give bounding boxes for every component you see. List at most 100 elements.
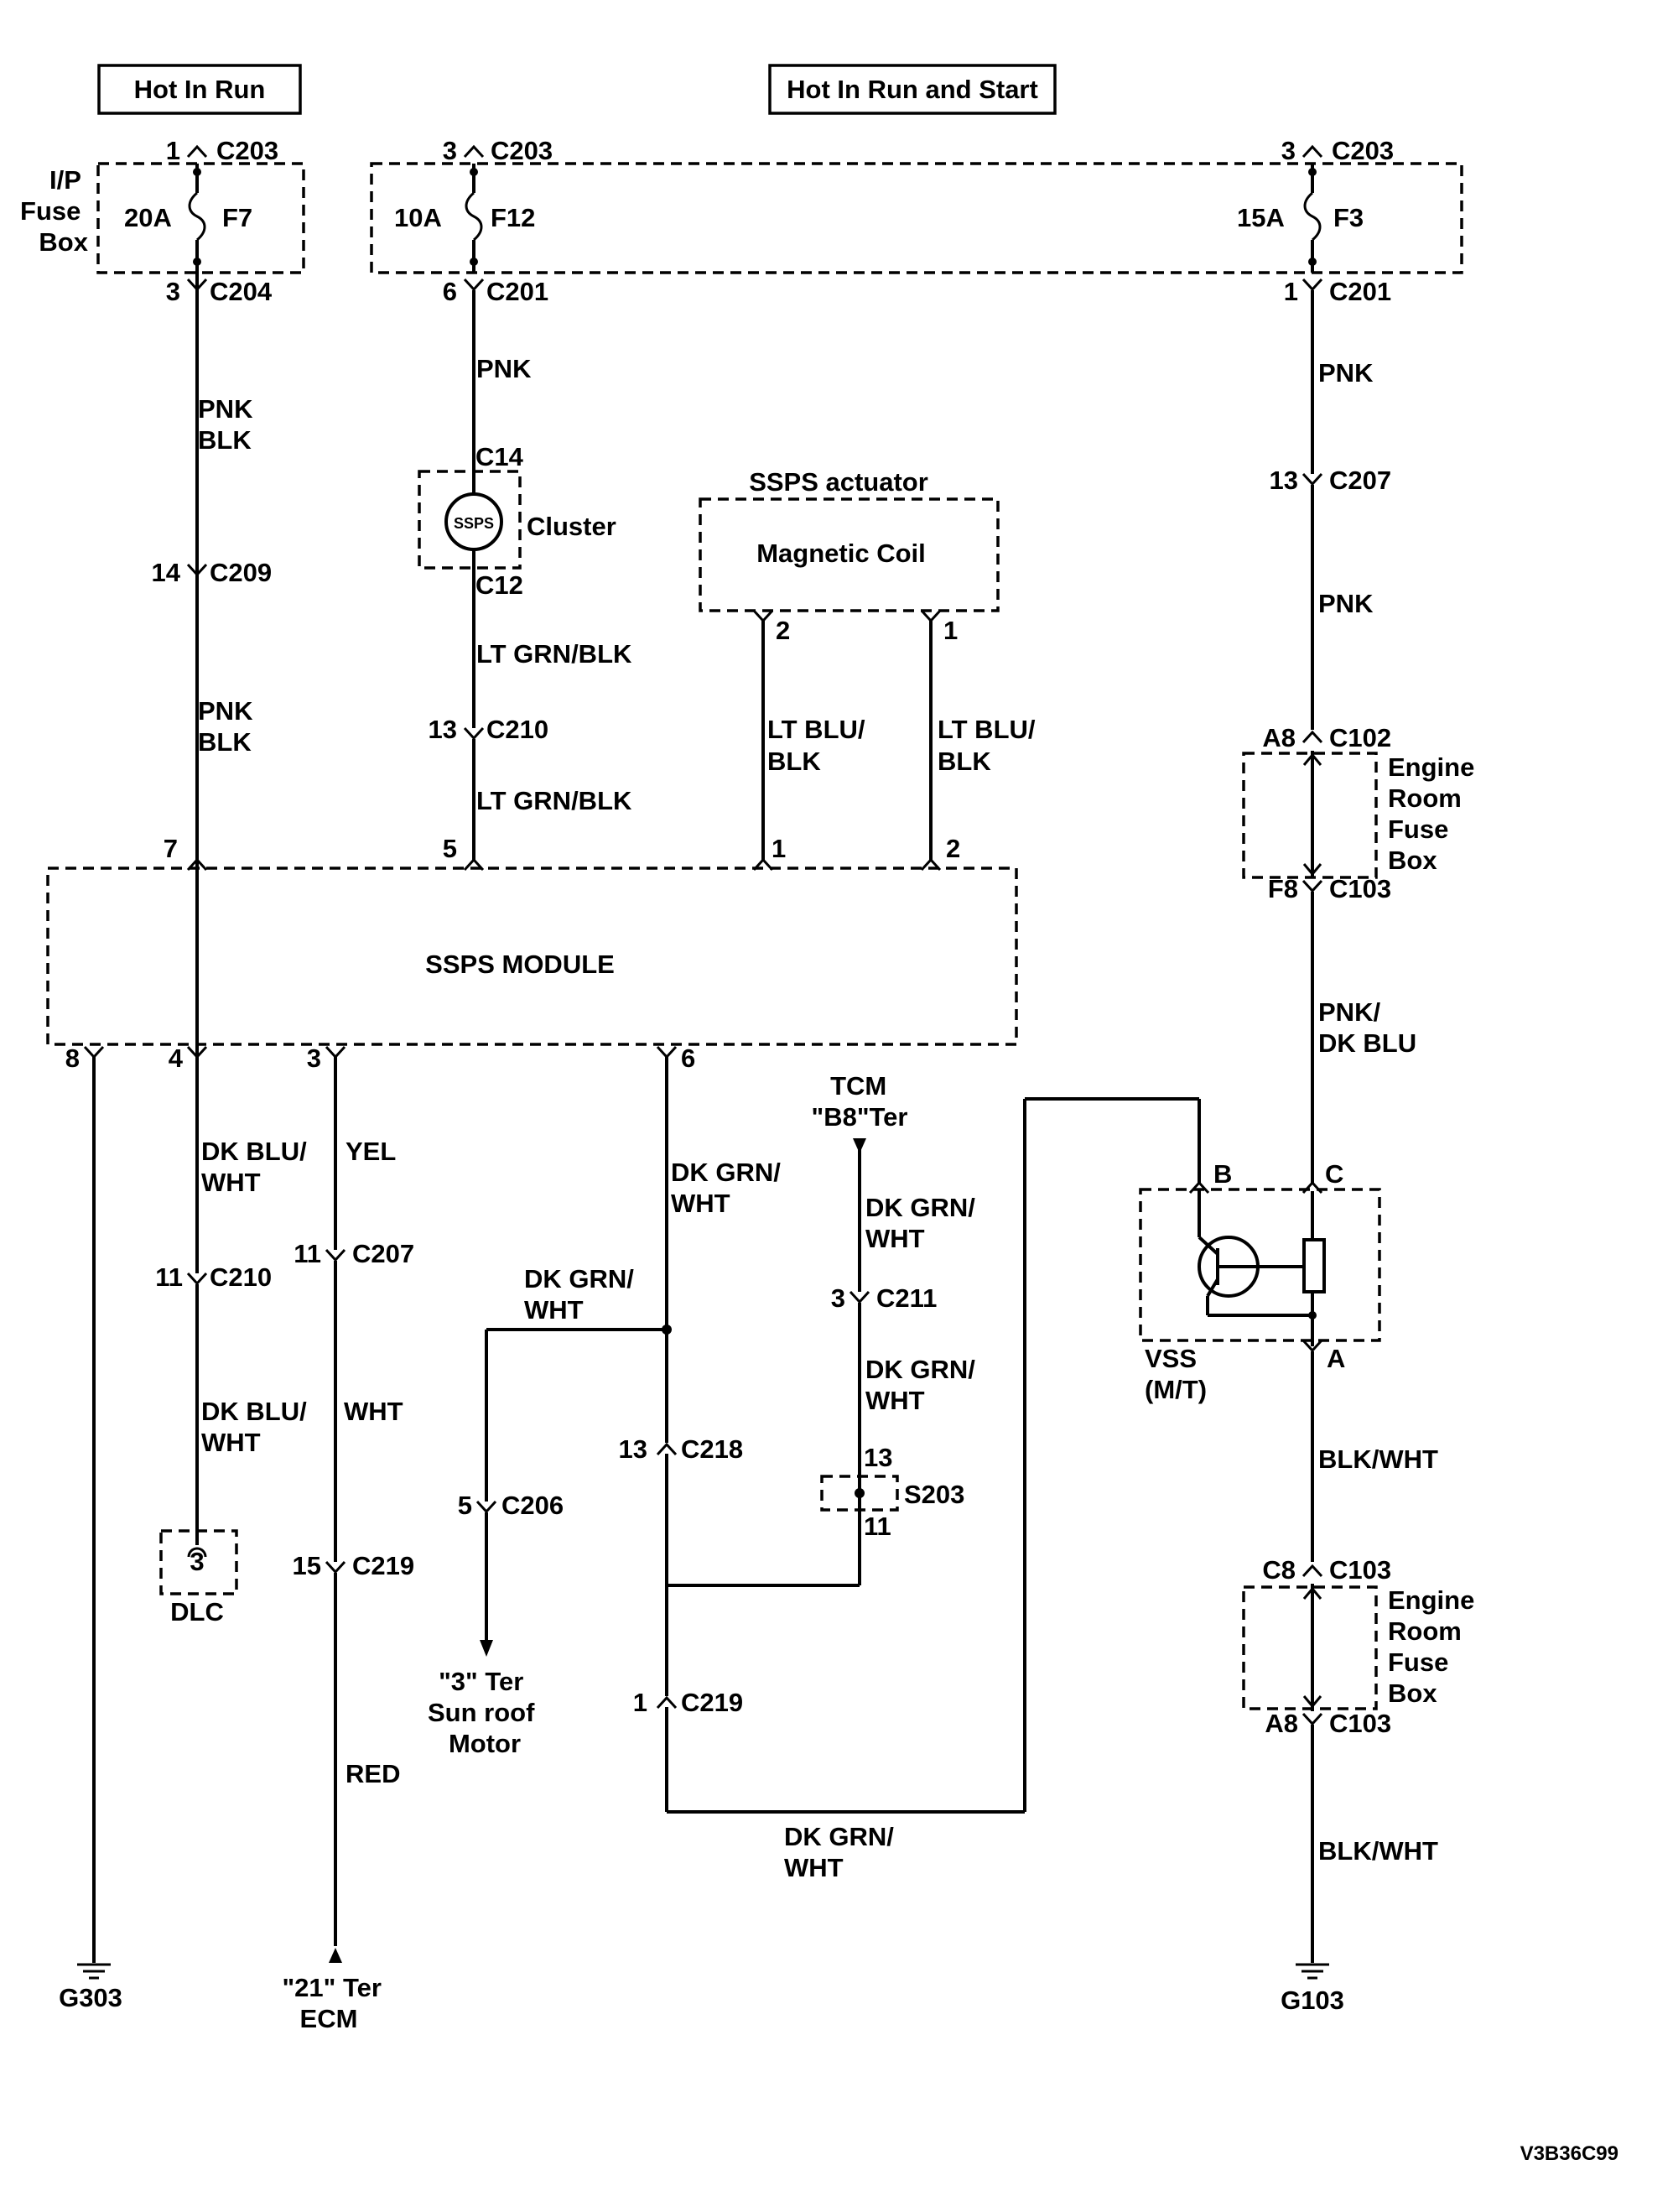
pin-label: 11 bbox=[294, 1239, 321, 1268]
ground-g303-icon bbox=[75, 1963, 112, 1980]
ssps-module-label: SSPS MODULE bbox=[425, 950, 615, 979]
pin-label: 5 bbox=[443, 834, 457, 863]
engine-room-fuse-box-2 bbox=[1242, 1585, 1378, 1710]
connector-c201-label: C201 bbox=[1329, 277, 1391, 306]
pin-label: 5 bbox=[458, 1491, 472, 1520]
connector-c211-label: C211 bbox=[876, 1283, 937, 1313]
fuse-f12-rating: 10A bbox=[394, 203, 442, 232]
pin-label: A8 bbox=[1265, 1709, 1298, 1738]
vss-resistor-icon bbox=[1302, 1238, 1326, 1293]
connector-c102-label: C102 bbox=[1329, 723, 1391, 752]
sunroof-terminal-label: "3" Ter Sun roof Motor bbox=[428, 1667, 542, 1758]
connector-c103-label: C103 bbox=[1329, 874, 1391, 903]
fuse-f12-icon bbox=[465, 191, 483, 242]
connector-c203-label: C203 bbox=[1332, 136, 1394, 165]
ground-g103-icon bbox=[1294, 1963, 1331, 1980]
connector-c14-label: C14 bbox=[475, 442, 524, 471]
connector-c12-label: C12 bbox=[475, 570, 523, 600]
tcm-terminal-label: TCM "B8"Ter bbox=[812, 1071, 908, 1132]
pin-label: 3 bbox=[443, 136, 457, 165]
connector-c207-label: C207 bbox=[352, 1239, 414, 1268]
connector-c203-label: C203 bbox=[491, 136, 553, 165]
pin-label: 11 bbox=[864, 1512, 891, 1541]
pin-label: 4 bbox=[169, 1044, 184, 1073]
dlc-label: DLC bbox=[170, 1597, 224, 1626]
connector-c201-label: C201 bbox=[486, 277, 548, 306]
wire-pnk-label-3: PNK bbox=[1318, 589, 1374, 618]
pin-label: F8 bbox=[1268, 874, 1298, 903]
wire-pnk-blk-label: PNK BLK bbox=[198, 394, 260, 455]
engine-room-fuse-box-label-1: Engine Room Fuse Box bbox=[1388, 752, 1482, 875]
pin-label: 2 bbox=[776, 616, 790, 645]
pin-label: 1 bbox=[772, 834, 786, 863]
ip-fuse-box-label: I/P Fuse Box bbox=[20, 165, 89, 257]
wire-dk-grn-wht-label-4: DK GRN/ WHT bbox=[865, 1193, 983, 1253]
ecm-terminal-icon bbox=[329, 1948, 342, 1963]
ip-fuse-box-main bbox=[370, 162, 1463, 274]
splice-s203-label: S203 bbox=[904, 1480, 964, 1509]
wire-blk-wht-label: BLK/WHT bbox=[1318, 1444, 1438, 1474]
connector-c219-label: C219 bbox=[681, 1688, 743, 1717]
drawing-code-label: V3B36C99 bbox=[1520, 2142, 1618, 2165]
connector-c103-label: C103 bbox=[1329, 1709, 1391, 1738]
wire-lt-blu-blk-label-2: LT BLU/ BLK bbox=[938, 715, 1042, 776]
pin-label: 1 bbox=[943, 616, 958, 645]
wire-dk-blu-wht-label: DK BLU/ WHT bbox=[201, 1137, 314, 1197]
engine-room-fuse-box-label-2: Engine Room Fuse Box bbox=[1388, 1585, 1482, 1708]
connector-c209-label: C209 bbox=[210, 558, 272, 587]
wire-pnk-label: PNK bbox=[476, 354, 532, 383]
cluster-box bbox=[418, 470, 522, 570]
sunroof-terminal-icon bbox=[480, 1640, 493, 1657]
pin-label: 14 bbox=[152, 558, 181, 587]
pin-label: 13 bbox=[619, 1434, 647, 1464]
fuse-f3-icon bbox=[1303, 191, 1322, 242]
fuse-f3-label: F3 bbox=[1333, 203, 1364, 232]
pin-label: A bbox=[1327, 1344, 1345, 1373]
connector-c206-label: C206 bbox=[501, 1491, 564, 1520]
cluster-label: Cluster bbox=[527, 512, 616, 541]
connector-c218-label: C218 bbox=[681, 1434, 743, 1464]
wire-dk-grn-wht-label-3: DK GRN/ WHT bbox=[784, 1822, 901, 1882]
pin-label: A8 bbox=[1262, 723, 1296, 752]
pin-label: 1 bbox=[166, 136, 180, 165]
wire-lt-blu-blk-label: LT BLU/ BLK bbox=[767, 715, 872, 776]
pin-label: 7 bbox=[164, 834, 178, 863]
connector-c207-label: C207 bbox=[1329, 466, 1391, 495]
wire-pnk-dk-blu-label: PNK/ DK BLU bbox=[1318, 997, 1416, 1058]
pin-label: 13 bbox=[1270, 466, 1298, 495]
pin-label: 2 bbox=[946, 834, 960, 863]
fuse-f12-label: F12 bbox=[491, 203, 535, 232]
connector-c204-label: C204 bbox=[210, 277, 273, 306]
ssps-gauge-label: SSPS bbox=[454, 515, 494, 532]
pin-label: 3 bbox=[166, 277, 180, 306]
ip-fuse-box-f7 bbox=[96, 162, 305, 274]
connector-c210-label: C210 bbox=[210, 1262, 272, 1292]
pin-label: 3 bbox=[1281, 136, 1296, 165]
wire-red-label: RED bbox=[346, 1759, 400, 1788]
pin-label: 11 bbox=[155, 1262, 183, 1292]
hot-in-run-and-start-label: Hot In Run and Start bbox=[787, 75, 1038, 104]
hot-in-run-label: Hot In Run bbox=[134, 75, 266, 104]
pin-label: 6 bbox=[443, 277, 457, 306]
pin-label: B bbox=[1213, 1159, 1232, 1189]
engine-room-fuse-box-1 bbox=[1242, 752, 1378, 879]
ecm-terminal-label: "21" Ter ECM bbox=[282, 1973, 388, 2033]
fuse-f7-rating: 20A bbox=[124, 203, 172, 232]
wire-pnk-label-2: PNK bbox=[1318, 358, 1374, 388]
wire-yel-label: YEL bbox=[346, 1137, 396, 1166]
fuse-f3-rating: 15A bbox=[1237, 203, 1285, 232]
ground-g103-label: G103 bbox=[1281, 1986, 1344, 2015]
wire-lt-grn-blk-label: LT GRN/BLK bbox=[476, 639, 632, 669]
magnetic-coil-label: Magnetic Coil bbox=[756, 539, 926, 568]
tcm-terminal-icon bbox=[853, 1138, 866, 1153]
wire-dk-grn-wht-label-2: DK GRN/ WHT bbox=[524, 1264, 642, 1325]
wire-blk-wht-label-2: BLK/WHT bbox=[1318, 1836, 1438, 1866]
wire-dk-blu-wht-label-2: DK BLU/ WHT bbox=[201, 1397, 314, 1457]
vss-label: VSS (M/T) bbox=[1145, 1344, 1207, 1404]
ssps-actuator-box bbox=[699, 497, 1000, 612]
hot-in-run-header: Hot In Run bbox=[97, 64, 302, 115]
pin-label: 3 bbox=[831, 1283, 845, 1313]
pin-label: C8 bbox=[1262, 1555, 1296, 1585]
dlc-pin-label: 3 bbox=[190, 1547, 204, 1576]
